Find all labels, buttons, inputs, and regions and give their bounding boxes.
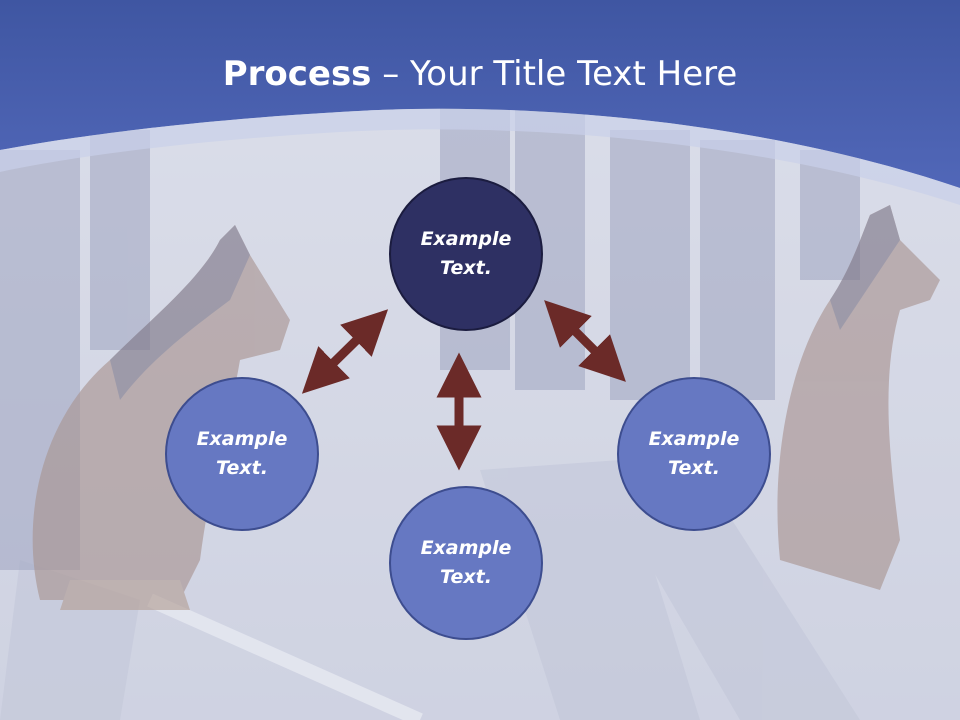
slide-title: Process – Your Title Text Here xyxy=(0,52,960,96)
node-right-line2: Text. xyxy=(668,457,720,479)
title-rest: – Your Title Text Here xyxy=(371,54,738,94)
node-bottom-line2: Text. xyxy=(440,566,492,588)
arrow-top-left xyxy=(301,309,389,394)
node-bottom-line1: Example xyxy=(420,537,512,559)
node-left[interactable]: Example Text. xyxy=(165,377,319,531)
node-top[interactable]: Example Text. xyxy=(389,177,543,331)
node-top-line2: Text. xyxy=(440,257,492,279)
node-bottom[interactable]: Example Text. xyxy=(389,486,543,640)
node-right-line1: Example xyxy=(648,428,740,450)
node-left-line2: Text. xyxy=(216,457,268,479)
arrow-top-right xyxy=(544,300,626,382)
node-top-line1: Example xyxy=(420,228,512,250)
title-bold: Process xyxy=(222,54,372,94)
node-left-line1: Example xyxy=(196,428,288,450)
node-right[interactable]: Example Text. xyxy=(617,377,771,531)
